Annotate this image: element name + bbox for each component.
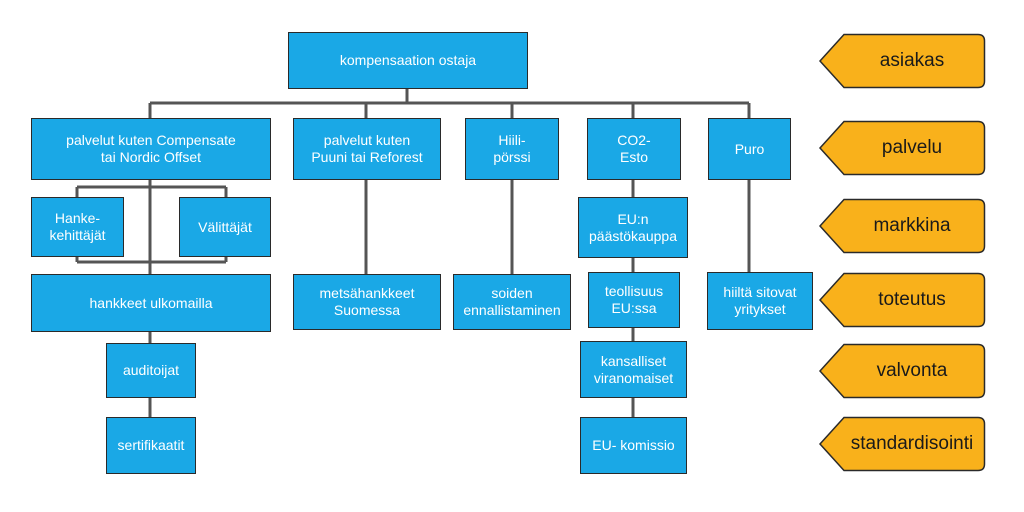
- level-label: asiakas: [879, 50, 945, 71]
- node-teollisuus-eu: teollisuus EU:ssa: [588, 272, 680, 328]
- level-tag-markkina: markkina: [818, 198, 986, 254]
- node-co2-esto: CO2- Esto: [587, 118, 681, 180]
- tag-shape: [818, 198, 986, 254]
- tag-shape: [818, 416, 986, 472]
- tag-shape: [818, 33, 986, 89]
- node-puro: Puro: [708, 118, 791, 180]
- node-auditoijat: auditoijat: [106, 343, 196, 398]
- tag-shape: [818, 343, 986, 399]
- node-sertifikaatit: sertifikaatit: [106, 417, 196, 474]
- level-label: palvelu: [881, 137, 943, 158]
- node-soiden-ennallistaminen: soiden ennallistaminen: [453, 274, 571, 330]
- node-hankekehittajat: Hanke- kehittäjät: [31, 197, 124, 257]
- node-compensate-nordic-offset: palvelut kuten Compensate tai Nordic Off…: [31, 118, 271, 180]
- level-tag-palvelu: palvelu: [818, 120, 986, 176]
- level-label: markkina: [873, 215, 951, 236]
- node-hiilipörssi: Hiili- pörssi: [465, 118, 559, 180]
- level-label: toteutus: [878, 289, 946, 310]
- node-eu-komissio: EU- komissio: [580, 417, 687, 474]
- node-valittajat: Välittäjät: [179, 197, 271, 257]
- tag-shape: [818, 120, 986, 176]
- level-tag-standardisointi: standardisointi: [818, 416, 986, 472]
- node-metsahankkeet: metsähankkeet Suomessa: [293, 274, 441, 330]
- node-kompensaation-ostaja: kompensaation ostaja: [288, 32, 528, 89]
- level-tag-asiakas: asiakas: [818, 33, 986, 89]
- level-label: valvonta: [876, 360, 948, 381]
- node-kansalliset-viranomaiset: kansalliset viranomaiset: [580, 341, 687, 398]
- node-hankkeet-ulkomailla: hankkeet ulkomailla: [31, 274, 271, 332]
- level-tag-valvonta: valvonta: [818, 343, 986, 399]
- node-puuni-reforest: palvelut kuten Puuni tai Reforest: [293, 118, 441, 180]
- tag-shape: [818, 272, 986, 328]
- level-label: standardisointi: [850, 433, 974, 454]
- level-tag-toteutus: toteutus: [818, 272, 986, 328]
- node-eu-paastokauppa: EU:n päästökauppa: [578, 197, 688, 258]
- node-hiilta-sitovat-yritykset: hiiltä sitovat yritykset: [707, 272, 813, 330]
